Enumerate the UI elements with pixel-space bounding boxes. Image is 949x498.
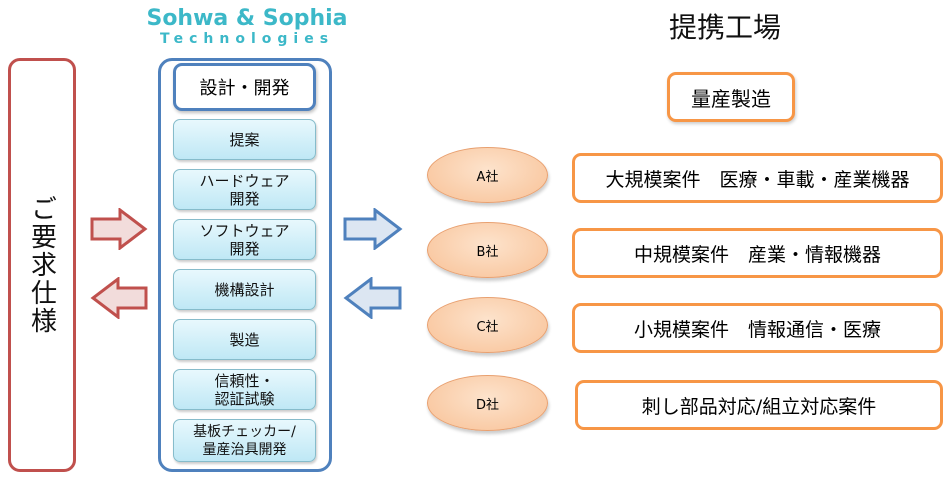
design-item: 機構設計 <box>173 269 316 310</box>
design-header: 設計・開発 <box>173 63 316 111</box>
design-item: 基板チェッカー/ 量産治具開発 <box>173 419 316 462</box>
design-item: 提案 <box>173 119 316 160</box>
design-development-container <box>158 58 332 472</box>
partners-title: 提携工場 <box>668 11 781 44</box>
company-d: D社 <box>427 375 548 431</box>
company-b-description: 中規模案件 産業・情報機器 <box>572 228 943 278</box>
company-c: C社 <box>427 297 548 353</box>
company-a-description: 大規模案件 医療・車載・産業機器 <box>572 153 943 203</box>
customer-box <box>8 58 76 472</box>
company-b: B社 <box>427 222 548 278</box>
arrow-right-icon <box>343 208 403 250</box>
design-item: 信頼性・ 認証試験 <box>173 369 316 410</box>
design-item: ソフトウェア 開発 <box>173 219 316 260</box>
company-c-description: 小規模案件 情報通信・医療 <box>572 303 943 353</box>
design-item: ハードウェア 開発 <box>173 169 316 210</box>
arrow-left-icon <box>90 277 148 319</box>
design-item: 製造 <box>173 319 316 360</box>
customer-label: ご要求仕様 <box>26 195 57 335</box>
company-d-description: 刺し部品対応/組立対応案件 <box>575 380 943 430</box>
arrow-left-icon <box>343 277 402 319</box>
logo-line1: Sohwa & Sophia <box>146 6 348 31</box>
arrow-right-icon <box>90 208 148 250</box>
mass-production-box: 量産製造 <box>667 72 795 122</box>
logo-line2: Technologies <box>159 31 335 47</box>
company-a: A社 <box>427 147 548 203</box>
